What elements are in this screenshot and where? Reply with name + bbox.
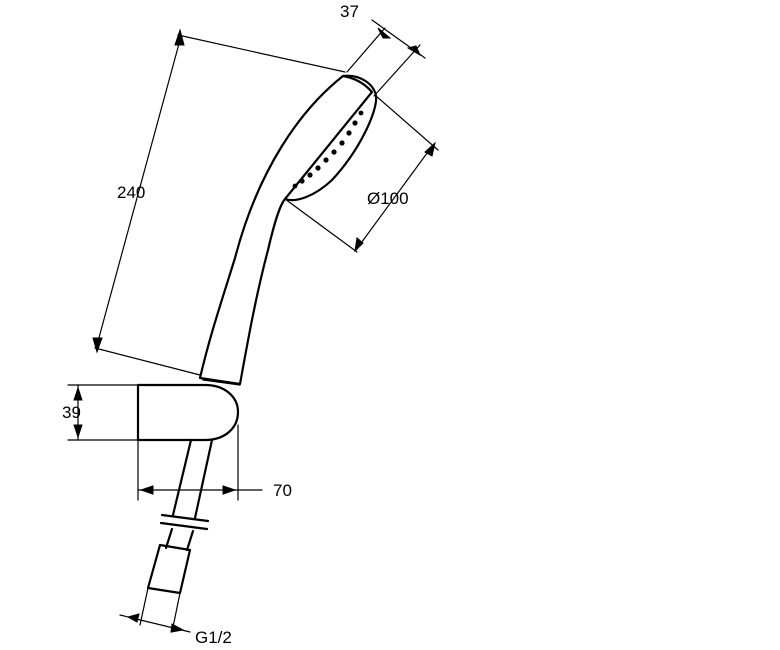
- dimension-thread: G1/2: [119, 587, 232, 647]
- dimension-head-depth: 37: [340, 2, 426, 97]
- spray-nozzles: [292, 110, 364, 189]
- hand-shower: [198, 74, 378, 386]
- dimension-holder-height: 39: [62, 384, 139, 441]
- wall-holder: [136, 383, 240, 442]
- holder-width-label: 70: [273, 481, 292, 500]
- shower-head-face: [283, 74, 378, 202]
- thread-label: G1/2: [195, 628, 232, 647]
- dimension-holder-width: 70: [137, 424, 292, 501]
- hand-shower-outline: [198, 74, 374, 386]
- length-label: 240: [117, 183, 145, 202]
- dimension-head-diameter: Ø100: [284, 95, 439, 253]
- holder-height-label: 39: [62, 403, 81, 422]
- head-depth-label: 37: [340, 2, 359, 21]
- shower-hose: [146, 438, 214, 595]
- head-diameter-label: Ø100: [367, 189, 409, 208]
- dimension-length: 240: [92, 28, 346, 376]
